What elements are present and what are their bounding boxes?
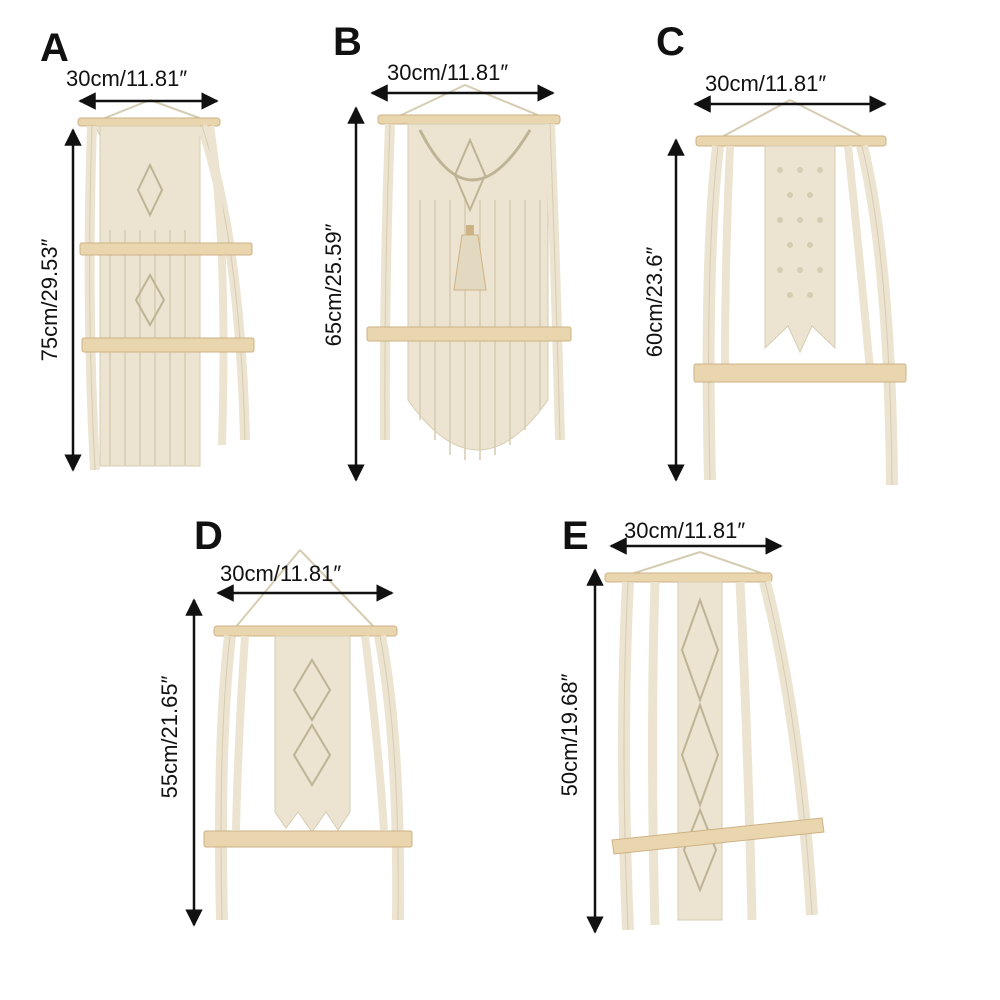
variant-letter: B xyxy=(333,20,362,64)
hanger-c-illustration xyxy=(693,99,907,486)
height-label: 60cm/23.6″ xyxy=(642,246,667,358)
variant-letter: A xyxy=(40,26,69,70)
hanger-a-illustration xyxy=(77,99,255,471)
width-label: 30cm/11.81″ xyxy=(705,71,827,96)
width-label: 30cm/11.81″ xyxy=(220,561,342,586)
height-label: 65cm/25.59″ xyxy=(321,223,346,347)
variant-letter: E xyxy=(562,514,589,558)
dimension-arrows xyxy=(64,84,887,934)
variant-letter: C xyxy=(656,20,685,64)
height-label: 55cm/21.65″ xyxy=(157,675,182,799)
variant-letter: D xyxy=(194,514,223,558)
height-label: 75cm/29.53″ xyxy=(37,238,62,362)
width-label: 30cm/11.81″ xyxy=(66,66,188,91)
hanger-e-illustration xyxy=(604,551,825,931)
hanger-b-illustration xyxy=(366,84,572,460)
height-label: 50cm/19.68″ xyxy=(557,673,582,797)
width-label: 30cm/11.81″ xyxy=(387,60,509,85)
hanger-d-illustration xyxy=(203,549,413,921)
width-label: 30cm/11.81″ xyxy=(624,518,746,543)
